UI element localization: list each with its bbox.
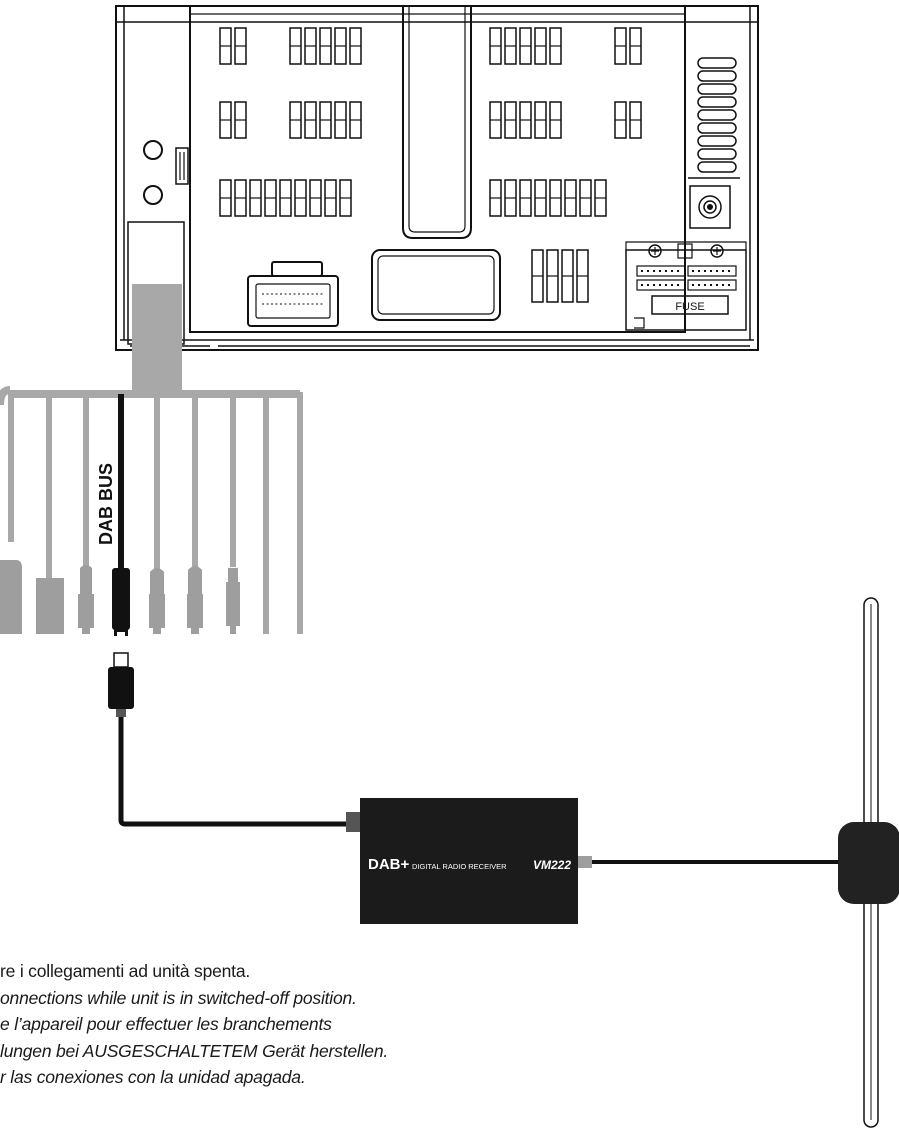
safety-notes: re i collegamenti ad unità spenta. onnec… (0, 955, 899, 1125)
dab-cable (108, 652, 360, 832)
fuse-label: FUSE (675, 301, 704, 313)
fuse-connector-block (625, 241, 747, 331)
note-spanish: r las conexiones con la unidad apagada. (0, 1067, 306, 1087)
heatsink-plate (189, 5, 686, 333)
center-port (371, 249, 501, 321)
dab-bus-wire (118, 394, 124, 574)
note-german: lungen bei AUSGESCHALTETEM Gerät herstel… (0, 1041, 389, 1061)
cooling-fins (219, 27, 642, 303)
dab-receiver (360, 798, 845, 924)
antenna-pad (838, 822, 899, 904)
iso-connector (247, 261, 339, 327)
harness-trunk (132, 284, 182, 392)
wiring-harness (0, 284, 303, 636)
screw-hole-lower (143, 185, 163, 205)
note-french: e l’appareil pour effectuer les branchem… (0, 1014, 332, 1034)
receiver-body (360, 798, 578, 924)
receiver-desc-label: DIGITAL RADIO RECEIVER (412, 862, 507, 871)
head-unit-rear (115, 5, 759, 351)
note-italian: re i collegamenti ad unità spenta. (0, 961, 251, 981)
dab-antenna (838, 597, 899, 1128)
center-channel (402, 6, 472, 239)
fuse-box (651, 295, 729, 315)
receiver-model-label: VM222 (533, 858, 571, 872)
antenna-socket (688, 177, 740, 229)
note-english: onnections while unit is in switched-off… (0, 988, 357, 1008)
receiver-brand-label: DAB+ (368, 856, 409, 873)
vent-slots (697, 57, 737, 173)
dab-bus-label: DAB BUS (96, 463, 116, 545)
screw-hole-upper (143, 140, 163, 160)
chassis-outline (115, 5, 759, 351)
